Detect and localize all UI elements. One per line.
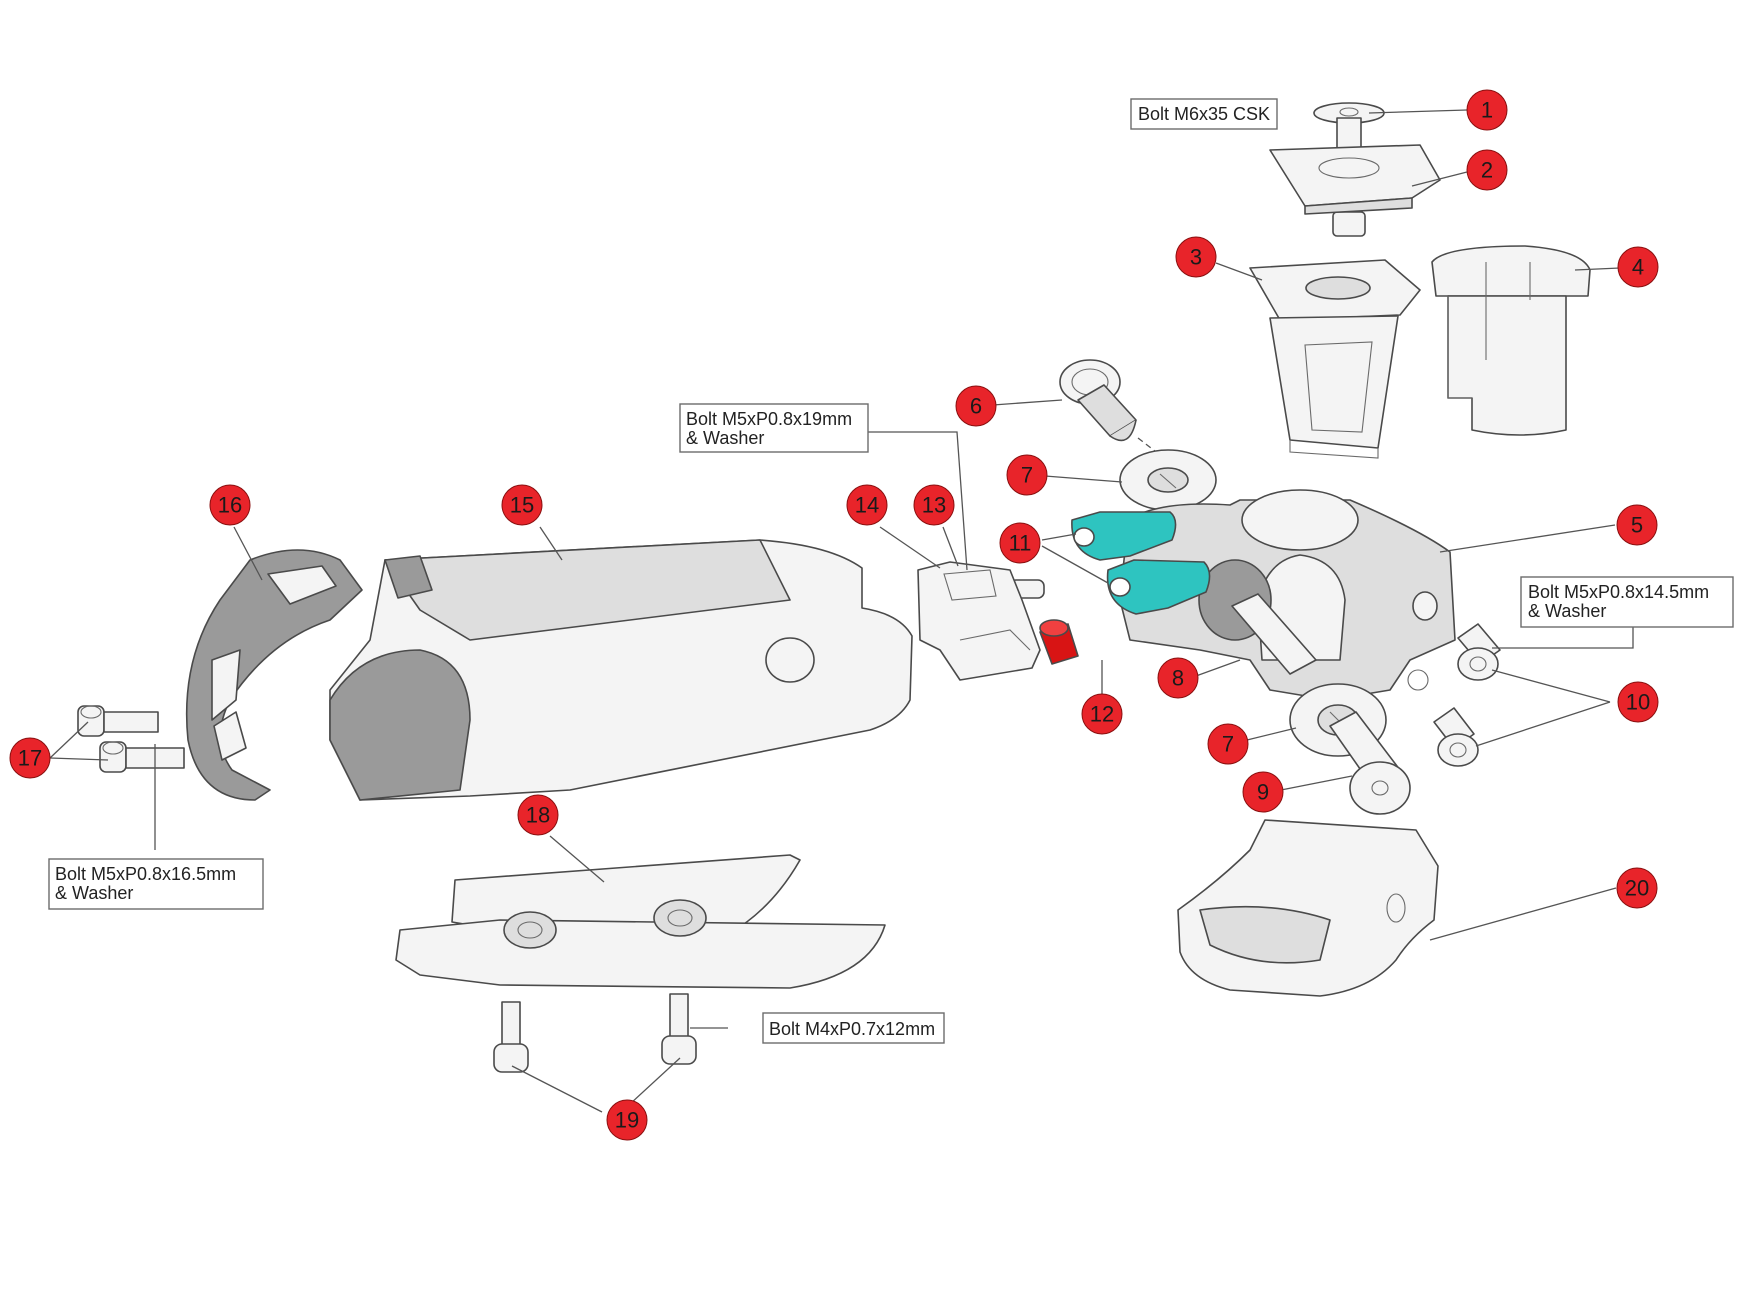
label-bolt-m5-145-line1: Bolt M5xP0.8x14.5mm bbox=[1528, 582, 1709, 602]
part-7-upper-washer bbox=[1119, 449, 1217, 511]
callout-14: 14 bbox=[846, 484, 888, 526]
part-2-top-plate bbox=[1269, 144, 1441, 215]
callout-10-label: 10 bbox=[1626, 690, 1650, 715]
part-4-sleeve bbox=[1431, 245, 1591, 436]
label-bolt-m5-165: Bolt M5xP0.8x16.5mm & Washer bbox=[48, 858, 264, 910]
callout-6: 6 bbox=[955, 385, 997, 427]
callout-4-label: 4 bbox=[1632, 255, 1644, 280]
part-8-axle bbox=[1231, 593, 1317, 675]
callout-18: 18 bbox=[517, 794, 559, 836]
callout-12-label: 12 bbox=[1090, 702, 1114, 727]
label-bolt-m4: Bolt M4xP0.7x12mm bbox=[762, 1012, 945, 1044]
part-9-bolt bbox=[1329, 711, 1411, 815]
callout-2: 2 bbox=[1466, 149, 1508, 191]
callout-7-upper: 7 bbox=[1006, 454, 1048, 496]
callout-13: 13 bbox=[913, 484, 955, 526]
callout-20: 20 bbox=[1616, 867, 1658, 909]
part-10-bolts bbox=[1433, 623, 1501, 767]
label-bolt-m5-145: Bolt M5xP0.8x14.5mm & Washer bbox=[1520, 576, 1734, 628]
part-3-wedge bbox=[1249, 259, 1421, 459]
callout-17-label: 17 bbox=[18, 746, 42, 771]
label-bolt-m6: Bolt M6x35 CSK bbox=[1130, 98, 1278, 130]
label-bolt-m5-145-line2: & Washer bbox=[1528, 601, 1606, 621]
label-bolt-m5-19-line1: Bolt M5xP0.8x19mm bbox=[686, 409, 852, 429]
callout-4: 4 bbox=[1617, 246, 1659, 288]
callout-13-label: 13 bbox=[922, 493, 946, 518]
part-6-bolt bbox=[1059, 359, 1161, 456]
label-bolt-m5-19: Bolt M5xP0.8x19mm & Washer bbox=[679, 403, 869, 453]
callout-7-upper-label: 7 bbox=[1021, 463, 1033, 488]
label-bolt-m5-165-line1: Bolt M5xP0.8x16.5mm bbox=[55, 864, 236, 884]
part-11-cam-clips bbox=[1071, 511, 1211, 615]
part-15-stem-body bbox=[329, 539, 913, 801]
callout-8-label: 8 bbox=[1172, 666, 1184, 691]
callout-12: 12 bbox=[1081, 693, 1123, 735]
part-19-bolts bbox=[493, 993, 697, 1073]
label-bolt-m6-line1: Bolt M6x35 CSK bbox=[1138, 104, 1270, 124]
part-16-face-plate bbox=[185, 549, 363, 801]
part-14-block bbox=[917, 561, 1041, 681]
callout-18-label: 18 bbox=[526, 803, 550, 828]
callout-11-label: 11 bbox=[1009, 531, 1032, 556]
callout-19-label: 19 bbox=[615, 1108, 639, 1133]
callout-16: 16 bbox=[209, 484, 251, 526]
part-5-clamp-body bbox=[1119, 489, 1456, 701]
callout-5-label: 5 bbox=[1631, 513, 1643, 538]
callout-1: 1 bbox=[1466, 89, 1508, 131]
callout-8: 8 bbox=[1157, 657, 1199, 699]
part-12-red-insert bbox=[1039, 619, 1079, 665]
callout-9: 9 bbox=[1242, 771, 1284, 813]
callout-3-label: 3 bbox=[1190, 245, 1202, 270]
callout-17: 17 bbox=[9, 737, 51, 779]
callout-16-label: 16 bbox=[218, 493, 242, 518]
callout-15: 15 bbox=[501, 484, 543, 526]
callout-5: 5 bbox=[1616, 504, 1658, 546]
part-17-bolts bbox=[77, 705, 185, 773]
callout-19: 19 bbox=[606, 1099, 648, 1141]
callout-6-label: 6 bbox=[970, 394, 982, 419]
callout-15-label: 15 bbox=[510, 493, 534, 518]
callout-1-label: 1 bbox=[1481, 98, 1493, 123]
callout-20-label: 20 bbox=[1625, 876, 1649, 901]
callout-7-lower-label: 7 bbox=[1222, 732, 1234, 757]
callout-10: 10 bbox=[1617, 681, 1659, 723]
callout-2-label: 2 bbox=[1481, 158, 1493, 183]
part-18-bottom-cover bbox=[395, 854, 886, 989]
label-bolt-m5-165-line2: & Washer bbox=[55, 883, 133, 903]
leader-lines bbox=[49, 109, 1634, 1113]
callouts: 1 2 3 4 5 6 7 7 8 9 10 11 12 13 14 15 16… bbox=[9, 89, 1659, 1141]
callout-14-label: 14 bbox=[855, 493, 879, 518]
callout-9-label: 9 bbox=[1257, 780, 1269, 805]
part-20-lower-cap bbox=[1177, 819, 1439, 997]
label-bolt-m4-line1: Bolt M4xP0.7x12mm bbox=[769, 1019, 935, 1039]
callout-3: 3 bbox=[1175, 236, 1217, 278]
label-bolt-m5-19-line2: & Washer bbox=[686, 428, 764, 448]
callout-11: 11 bbox=[999, 522, 1041, 564]
callout-7-lower: 7 bbox=[1207, 723, 1249, 765]
